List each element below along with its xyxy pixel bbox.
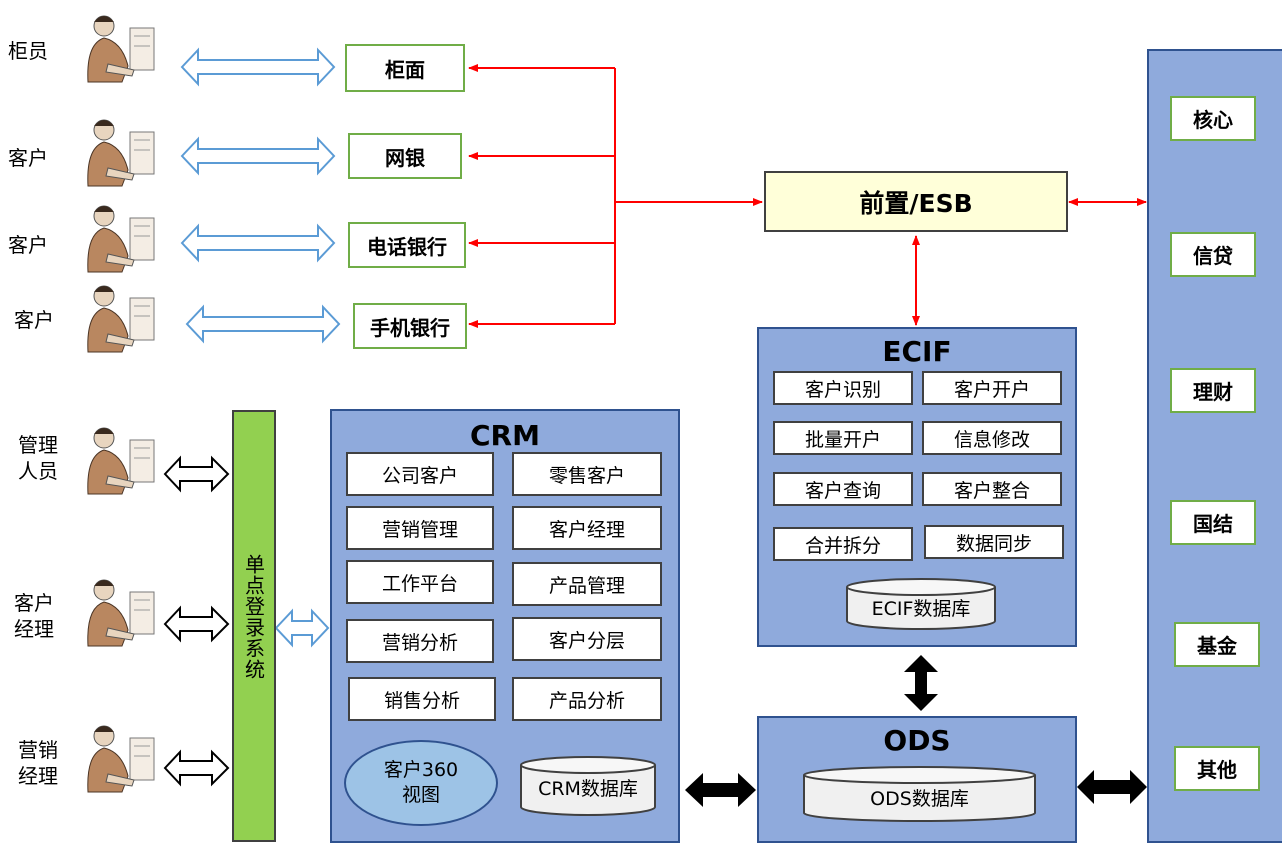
ecif-module[interactable]: 合并拆分 bbox=[773, 527, 913, 561]
hollow-double-arrow bbox=[163, 605, 230, 643]
ecif-module[interactable]: 客户查询 bbox=[773, 472, 913, 506]
crm-module[interactable]: 工作平台 bbox=[346, 560, 494, 604]
customer-360-view[interactable]: 客户360 视图 bbox=[344, 740, 498, 826]
crm-ods-arrow bbox=[685, 773, 756, 807]
esb-box[interactable]: 前置/ESB bbox=[764, 171, 1068, 232]
user-label-marketing-manager: 营销 经理 bbox=[18, 738, 58, 788]
user-label-customer: 客户 bbox=[8, 233, 48, 257]
hollow-double-arrow bbox=[180, 136, 336, 176]
database-cylinder-icon bbox=[520, 756, 656, 816]
user-channel-arrows bbox=[180, 47, 341, 648]
ecif-module[interactable]: 客户识别 bbox=[773, 371, 913, 405]
user-label-teller: 柜员 bbox=[8, 39, 48, 63]
hollow-double-arrow bbox=[180, 223, 336, 263]
user-at-computer-icon bbox=[87, 725, 155, 793]
channel-mobile-banking[interactable]: 手机银行 bbox=[353, 303, 467, 349]
hollow-double-arrow bbox=[163, 455, 230, 493]
user-at-computer-icon bbox=[87, 119, 155, 187]
user-label-customer: 客户 bbox=[14, 308, 54, 332]
hollow-double-arrow bbox=[163, 749, 230, 787]
sso-system-label: 单点登录系统 bbox=[241, 554, 266, 680]
crm-database[interactable]: CRM数据库 bbox=[520, 756, 656, 816]
backend-system-credit[interactable]: 信贷 bbox=[1170, 232, 1256, 277]
ecif-database-label: ECIF数据库 bbox=[871, 598, 971, 620]
ecif-module[interactable]: 批量开户 bbox=[773, 421, 913, 455]
ods-database-label: ODS数据库 bbox=[870, 788, 969, 810]
user-at-computer-icon bbox=[87, 15, 155, 83]
database-cylinder-icon bbox=[803, 766, 1036, 822]
ecif-database[interactable]: ECIF数据库 bbox=[846, 578, 996, 630]
backend-system-core[interactable]: 核心 bbox=[1170, 96, 1256, 141]
ecif-title: ECIF bbox=[882, 335, 952, 368]
crm-module[interactable]: 客户经理 bbox=[512, 506, 662, 550]
ecif-module[interactable]: 客户整合 bbox=[922, 472, 1062, 506]
ecif-module[interactable]: 信息修改 bbox=[922, 421, 1062, 455]
hollow-double-arrow bbox=[180, 47, 336, 87]
staff-sso-arrows bbox=[163, 455, 230, 787]
crm-module[interactable]: 营销分析 bbox=[346, 619, 494, 663]
crm-module[interactable]: 产品管理 bbox=[512, 562, 662, 606]
backend-system-fund[interactable]: 基金 bbox=[1174, 622, 1260, 667]
sso-system-bar[interactable]: 单点登录系统 bbox=[232, 410, 276, 842]
hollow-double-arrow bbox=[185, 304, 341, 344]
user-at-computer-icon bbox=[87, 285, 155, 353]
black-arrows bbox=[685, 655, 1147, 807]
ods-title: ODS bbox=[883, 724, 951, 757]
user-at-computer-icon bbox=[87, 579, 155, 647]
channel-online-banking[interactable]: 网银 bbox=[348, 133, 462, 179]
user-at-computer-icon bbox=[87, 205, 155, 273]
backend-system-other[interactable]: 其他 bbox=[1174, 746, 1260, 791]
user-label-customer: 客户 bbox=[8, 146, 48, 170]
hollow-double-arrow bbox=[274, 608, 330, 648]
user-label-account-manager: 客户 经理 bbox=[14, 591, 54, 641]
red-connectors bbox=[468, 64, 1147, 328]
crm-title: CRM bbox=[470, 419, 540, 452]
crm-database-label: CRM数据库 bbox=[538, 778, 638, 800]
backend-system-wealth[interactable]: 理财 bbox=[1170, 368, 1256, 413]
crm-module[interactable]: 零售客户 bbox=[512, 452, 662, 496]
ecif-module[interactable]: 客户开户 bbox=[922, 371, 1062, 405]
ecif-ods-arrow bbox=[904, 655, 938, 711]
ods-backend-arrow bbox=[1077, 770, 1147, 804]
database-cylinder-icon bbox=[846, 578, 996, 630]
backend-system-intl-settlement[interactable]: 国结 bbox=[1170, 500, 1256, 545]
crm-module[interactable]: 公司客户 bbox=[346, 452, 494, 496]
crm-module[interactable]: 营销管理 bbox=[346, 506, 494, 550]
channel-phone-banking[interactable]: 电话银行 bbox=[348, 222, 466, 268]
backend-systems-panel bbox=[1147, 49, 1282, 843]
crm-module[interactable]: 客户分层 bbox=[512, 617, 662, 661]
ecif-module[interactable]: 数据同步 bbox=[924, 525, 1064, 559]
crm-module[interactable]: 销售分析 bbox=[348, 677, 496, 721]
ods-database[interactable]: ODS数据库 bbox=[803, 766, 1036, 822]
channel-counter[interactable]: 柜面 bbox=[345, 44, 465, 92]
crm-module[interactable]: 产品分析 bbox=[512, 677, 662, 721]
user-at-computer-icon bbox=[87, 427, 155, 495]
user-label-manager: 管理 人员 bbox=[18, 433, 58, 483]
